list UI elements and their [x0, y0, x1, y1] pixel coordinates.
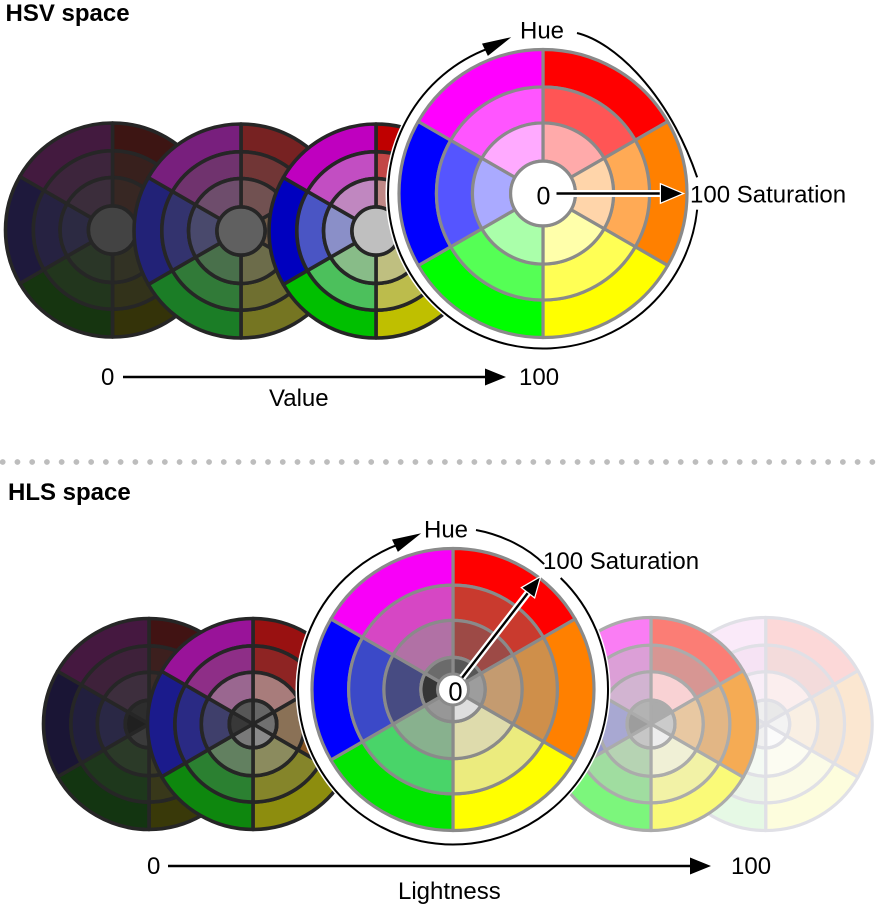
svg-text:100 Saturation: 100 Saturation: [690, 182, 846, 209]
svg-text:100: 100: [519, 364, 559, 391]
svg-text:0: 0: [101, 364, 114, 391]
svg-text:0: 0: [448, 679, 462, 707]
svg-text:HSV space: HSV space: [6, 0, 130, 27]
svg-text:0: 0: [537, 183, 551, 211]
svg-text:0: 0: [147, 853, 160, 880]
svg-text:HLS space: HLS space: [8, 479, 131, 506]
svg-text:100: 100: [731, 853, 771, 880]
svg-text:100 Saturation: 100 Saturation: [543, 548, 699, 575]
svg-text:Value: Value: [269, 385, 329, 412]
svg-text:Lightness: Lightness: [398, 878, 501, 905]
svg-text:Hue: Hue: [424, 517, 468, 544]
svg-text:Hue: Hue: [520, 18, 564, 45]
